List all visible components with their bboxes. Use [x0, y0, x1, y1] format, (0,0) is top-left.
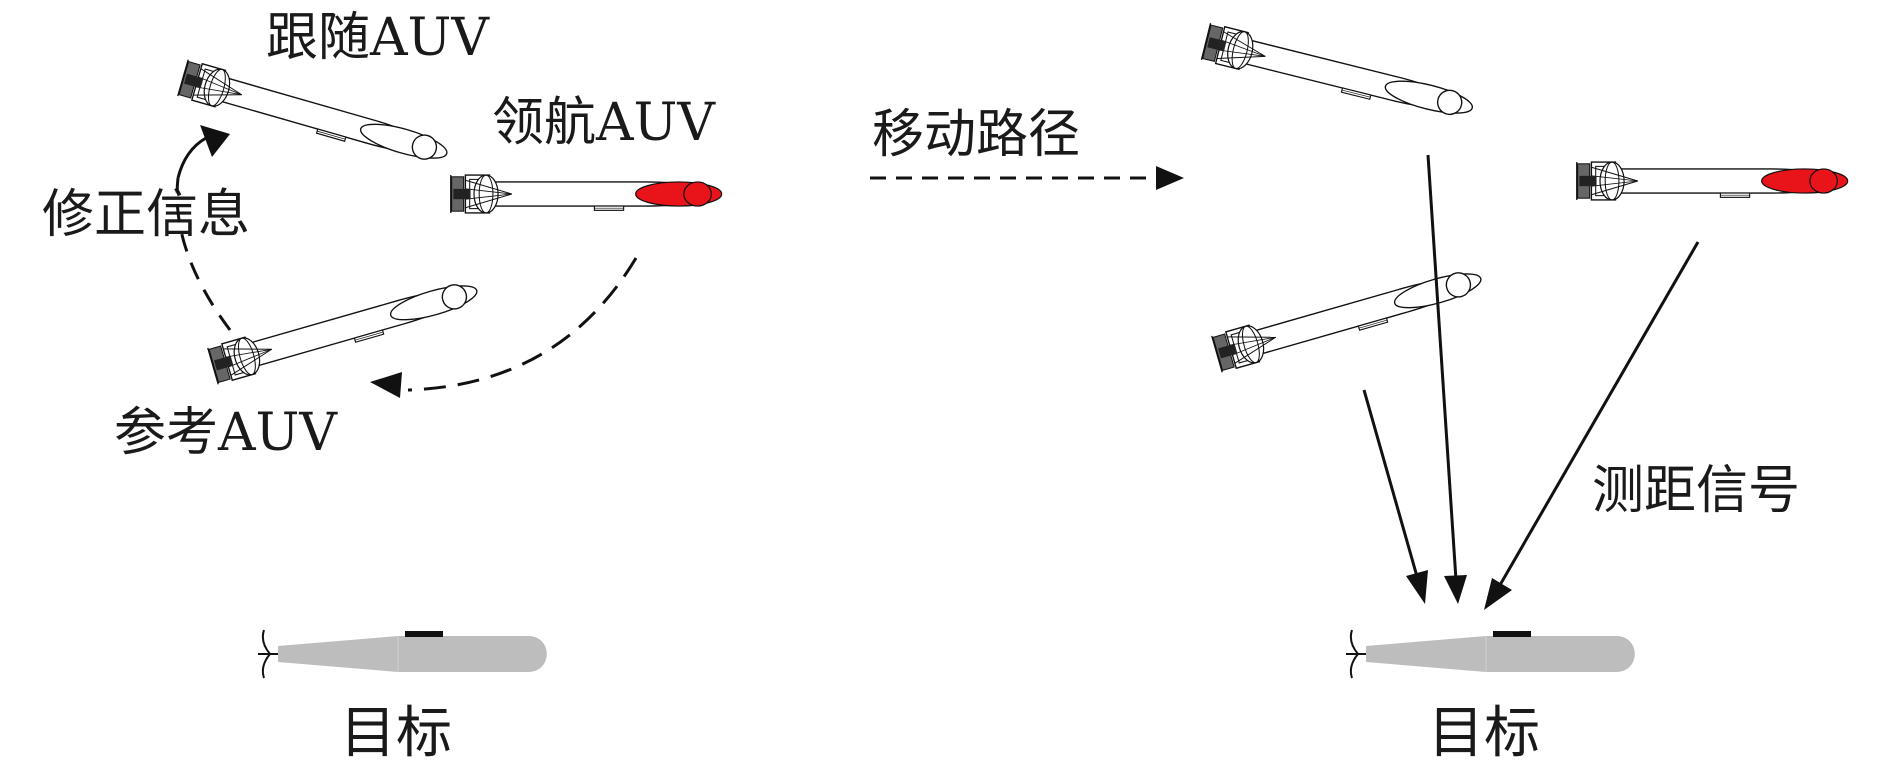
leader-auv-label: 领航AUV	[492, 93, 716, 153]
ranging-arrowhead-follower	[1444, 575, 1467, 604]
target-right-label: 目标	[1428, 701, 1540, 765]
follower-auv-label: 跟随AUV	[266, 8, 490, 68]
follower-auv-right-icon	[1200, 22, 1478, 127]
correction-info-label: 修正信息	[42, 185, 250, 245]
reference-auv-icon	[207, 271, 483, 385]
ranging-arrowhead-leader	[1484, 578, 1512, 610]
leader-to-reference-arrowhead	[370, 372, 402, 398]
leader-auv-icon	[450, 174, 723, 214]
target-right-submarine-icon	[1345, 629, 1636, 679]
ranging-arrow-follower	[1426, 154, 1458, 581]
leader-auv-right-icon	[1576, 161, 1849, 201]
reference-auv-label: 参考AUV	[114, 403, 338, 463]
left-panel: 跟随AUV 领航AUV 参考AUV 修正信息 目标	[42, 8, 723, 765]
ranging-arrowhead-reference	[1406, 570, 1428, 604]
ranging-arrow-leader	[1498, 241, 1700, 586]
correction-arrowhead	[200, 125, 230, 157]
target-left-label: 目标	[340, 701, 452, 765]
move-path-arrowhead	[1156, 166, 1184, 190]
ranging-signal-label: 测距信号	[1592, 461, 1800, 521]
right-panel: 测距信号 目标	[1200, 22, 1849, 765]
leader-to-reference-arrow	[407, 257, 638, 392]
reference-auv-right-icon	[1211, 259, 1487, 373]
follower-auv-icon	[177, 59, 453, 173]
correction-arrow-line	[176, 136, 207, 179]
ranging-arrow-reference	[1362, 389, 1420, 581]
move-path-group: 移动路径	[870, 105, 1184, 190]
target-left-submarine-icon	[257, 629, 548, 679]
move-path-label: 移动路径	[872, 105, 1080, 165]
